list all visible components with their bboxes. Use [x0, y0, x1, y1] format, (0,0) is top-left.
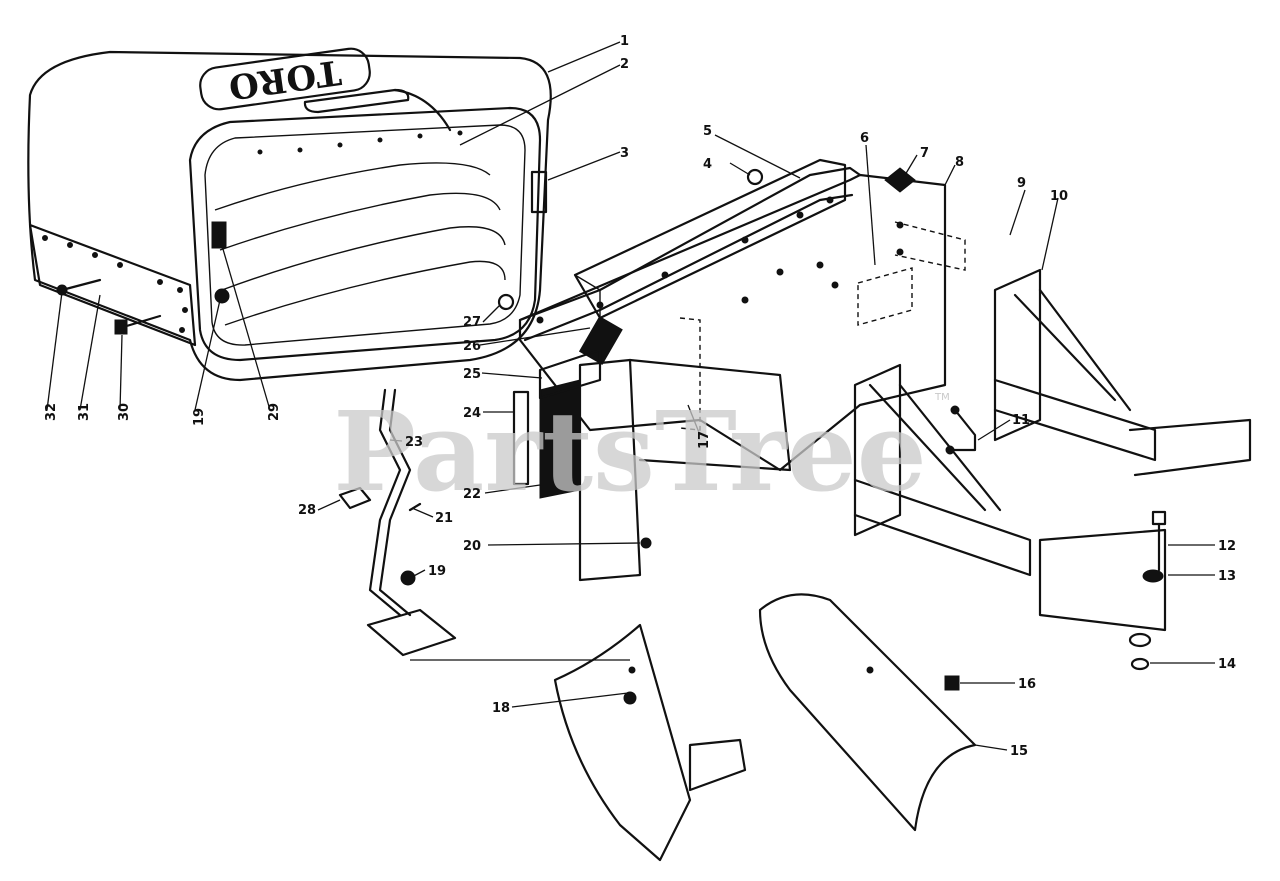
callout-24: 24 [463, 406, 481, 421]
leader-lines [46, 41, 1215, 751]
callout-8: 8 [955, 155, 964, 170]
callout-18: 18 [492, 701, 510, 716]
callout-19-bag: 19 [192, 408, 207, 426]
frame-bracket-right [993, 268, 1252, 477]
callout-17: 17 [697, 431, 712, 449]
callout-1: 1 [620, 34, 629, 49]
watermark-tm: TM [934, 392, 950, 403]
callout-6: 6 [860, 131, 869, 146]
callout-3: 3 [620, 146, 629, 161]
chute-door [553, 623, 747, 862]
callout-27: 27 [463, 315, 481, 330]
lever [338, 388, 457, 657]
callout-4: 4 [703, 157, 712, 172]
deflector [758, 593, 977, 832]
callout-29: 29 [267, 403, 282, 421]
callout-26: 26 [463, 339, 481, 354]
callout-5: 5 [703, 124, 712, 139]
callout-28: 28 [298, 503, 316, 518]
callout-7: 7 [920, 146, 929, 161]
frame-bracket-left [853, 363, 1167, 632]
callout-32: 32 [44, 403, 59, 421]
callout-15: 15 [1010, 744, 1028, 759]
callout-20: 20 [463, 539, 481, 554]
callouts: 1 2 3 4 5 6 7 8 9 10 11 12 13 14 15 16 1… [44, 34, 1236, 759]
bolt-assembly [1128, 510, 1167, 671]
callout-16: 16 [1018, 677, 1036, 692]
callout-11: 11 [1012, 413, 1030, 428]
callout-13: 13 [1218, 569, 1236, 584]
callout-21: 21 [435, 511, 453, 526]
callout-10: 10 [1050, 189, 1068, 204]
lower-bracket [512, 317, 792, 582]
callout-30: 30 [117, 403, 132, 421]
callout-23: 23 [405, 435, 423, 450]
callout-22: 22 [463, 487, 481, 502]
callout-9: 9 [1017, 176, 1026, 191]
callout-14: 14 [1218, 657, 1236, 672]
callout-2: 2 [620, 57, 629, 72]
callout-19: 19 [428, 564, 446, 579]
callout-31: 31 [77, 403, 92, 421]
watermark: PartsTree [333, 387, 927, 516]
callout-25: 25 [463, 367, 481, 382]
callout-12: 12 [1218, 539, 1236, 554]
